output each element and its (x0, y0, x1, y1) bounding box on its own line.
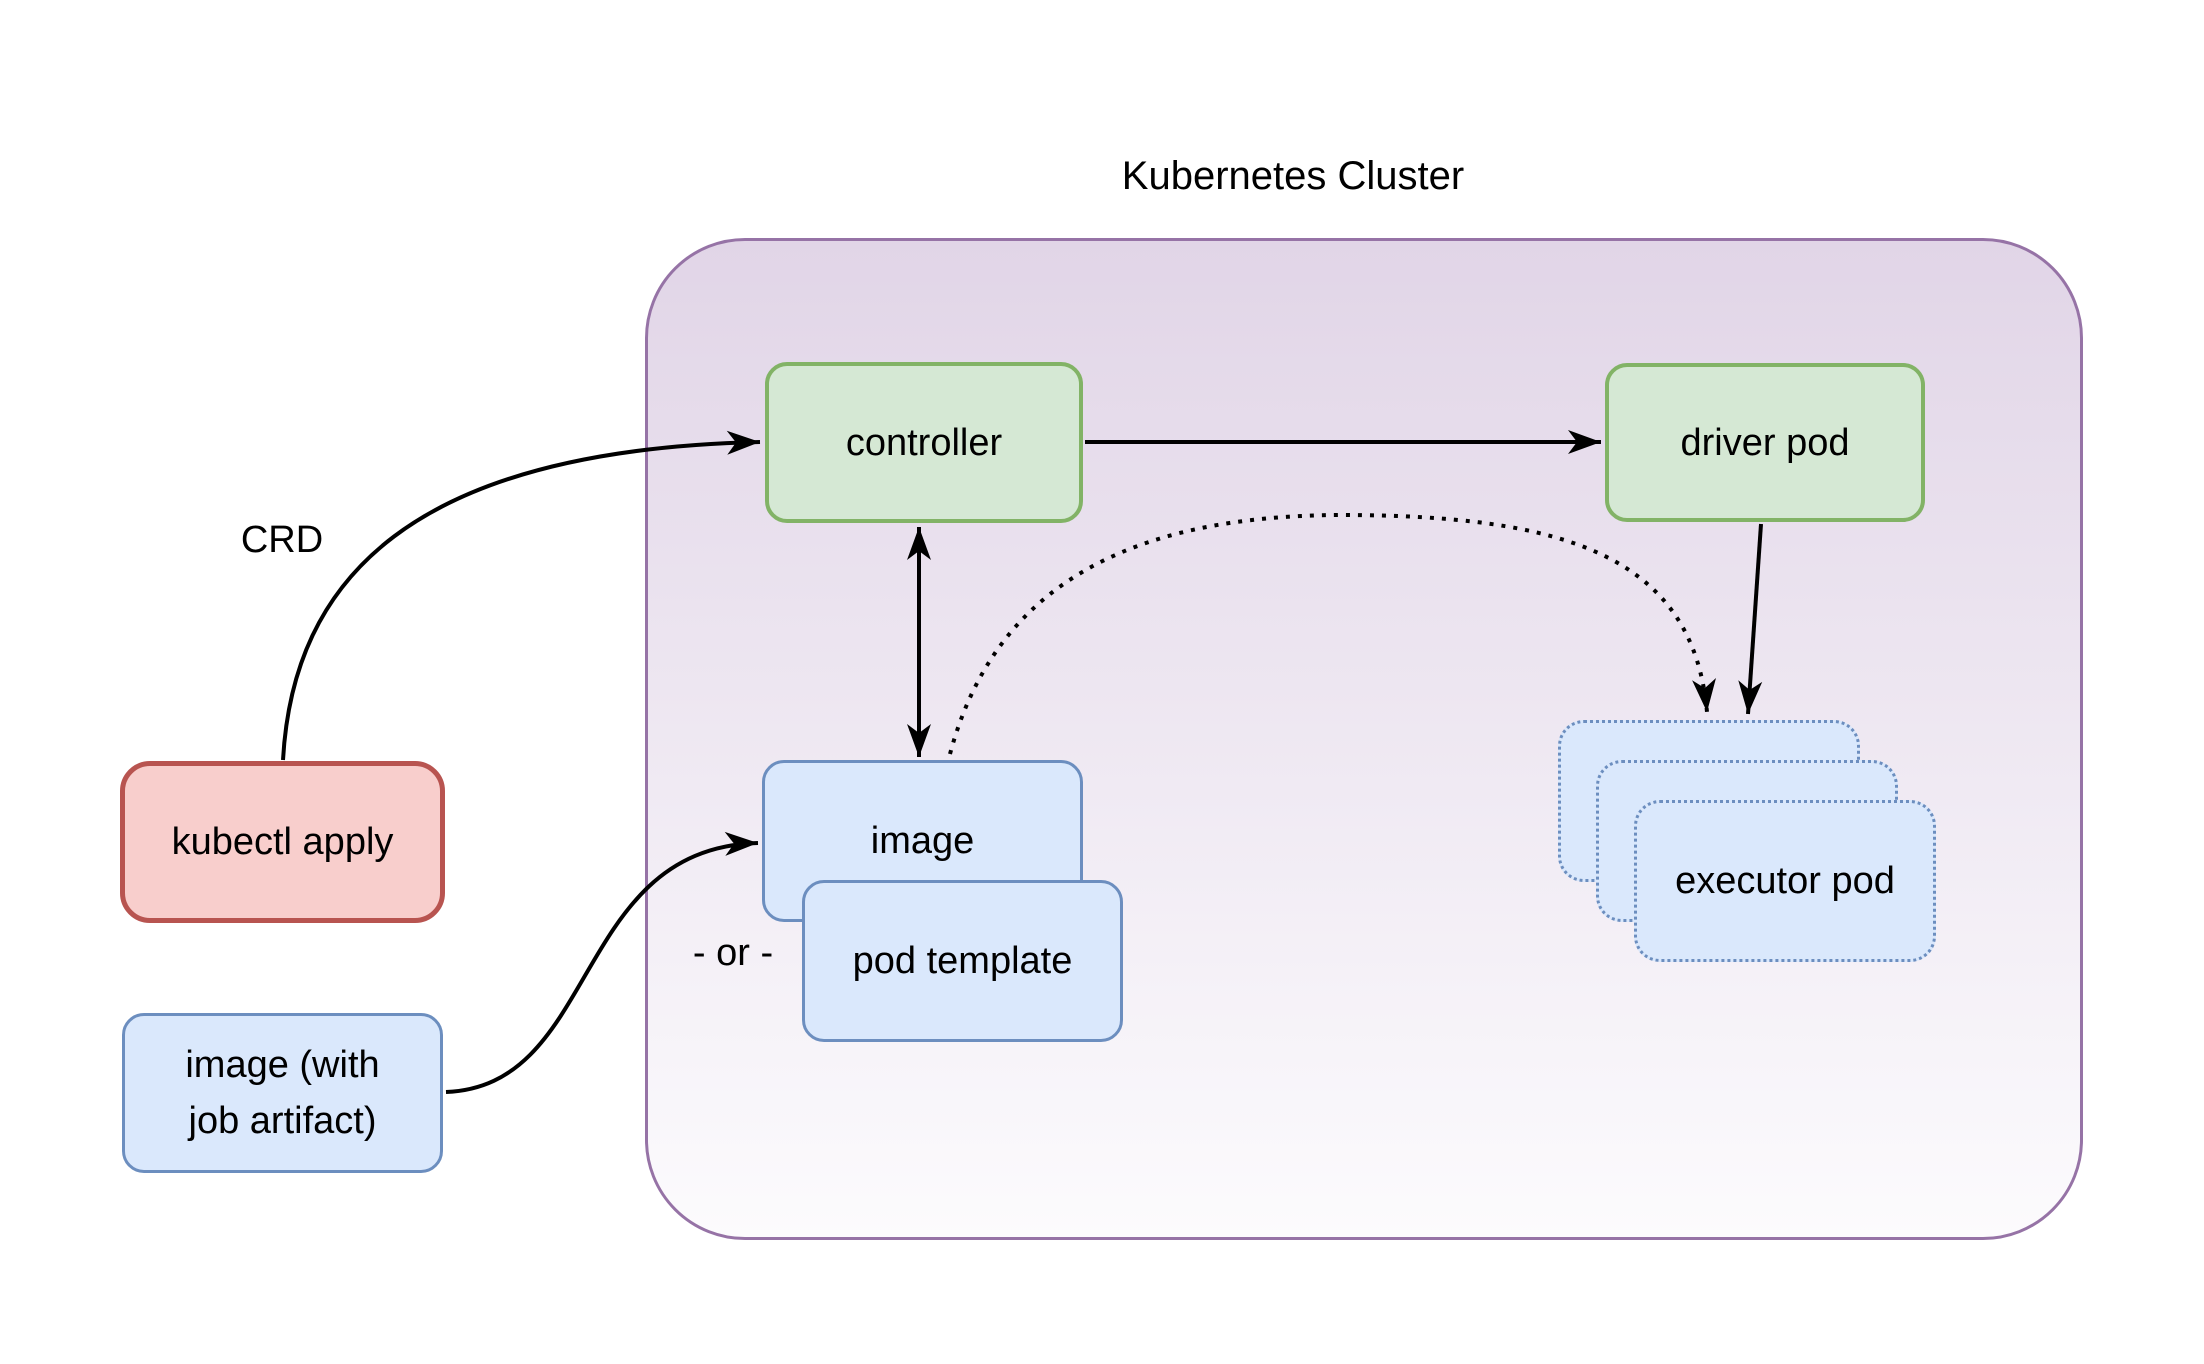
label-crd: CRD (240, 519, 324, 561)
node-executor-pod-front-label: executor pod (1675, 860, 1895, 902)
node-kubectl-apply: kubectl apply (120, 761, 445, 923)
node-image-label: image (870, 820, 975, 862)
node-image-with-job-artifact-line1: image (with (185, 1044, 380, 1086)
node-image-with-job-artifact: image (with job artifact) (122, 1013, 443, 1173)
node-pod-template-label: pod template (852, 940, 1073, 982)
node-driver-pod-label: driver pod (1680, 421, 1850, 464)
node-image-with-job-artifact-line2: job artifact) (188, 1100, 377, 1142)
node-driver-pod: driver pod (1605, 363, 1925, 522)
node-kubectl-apply-label: kubectl apply (171, 821, 394, 863)
cluster-title: Kubernetes Cluster (1121, 154, 1465, 198)
node-controller: controller (765, 362, 1083, 523)
label-or: - or - (692, 932, 774, 974)
node-controller-label: controller (845, 421, 1003, 464)
node-executor-pod-front: executor pod (1634, 800, 1936, 962)
node-pod-template: pod template (802, 880, 1123, 1042)
